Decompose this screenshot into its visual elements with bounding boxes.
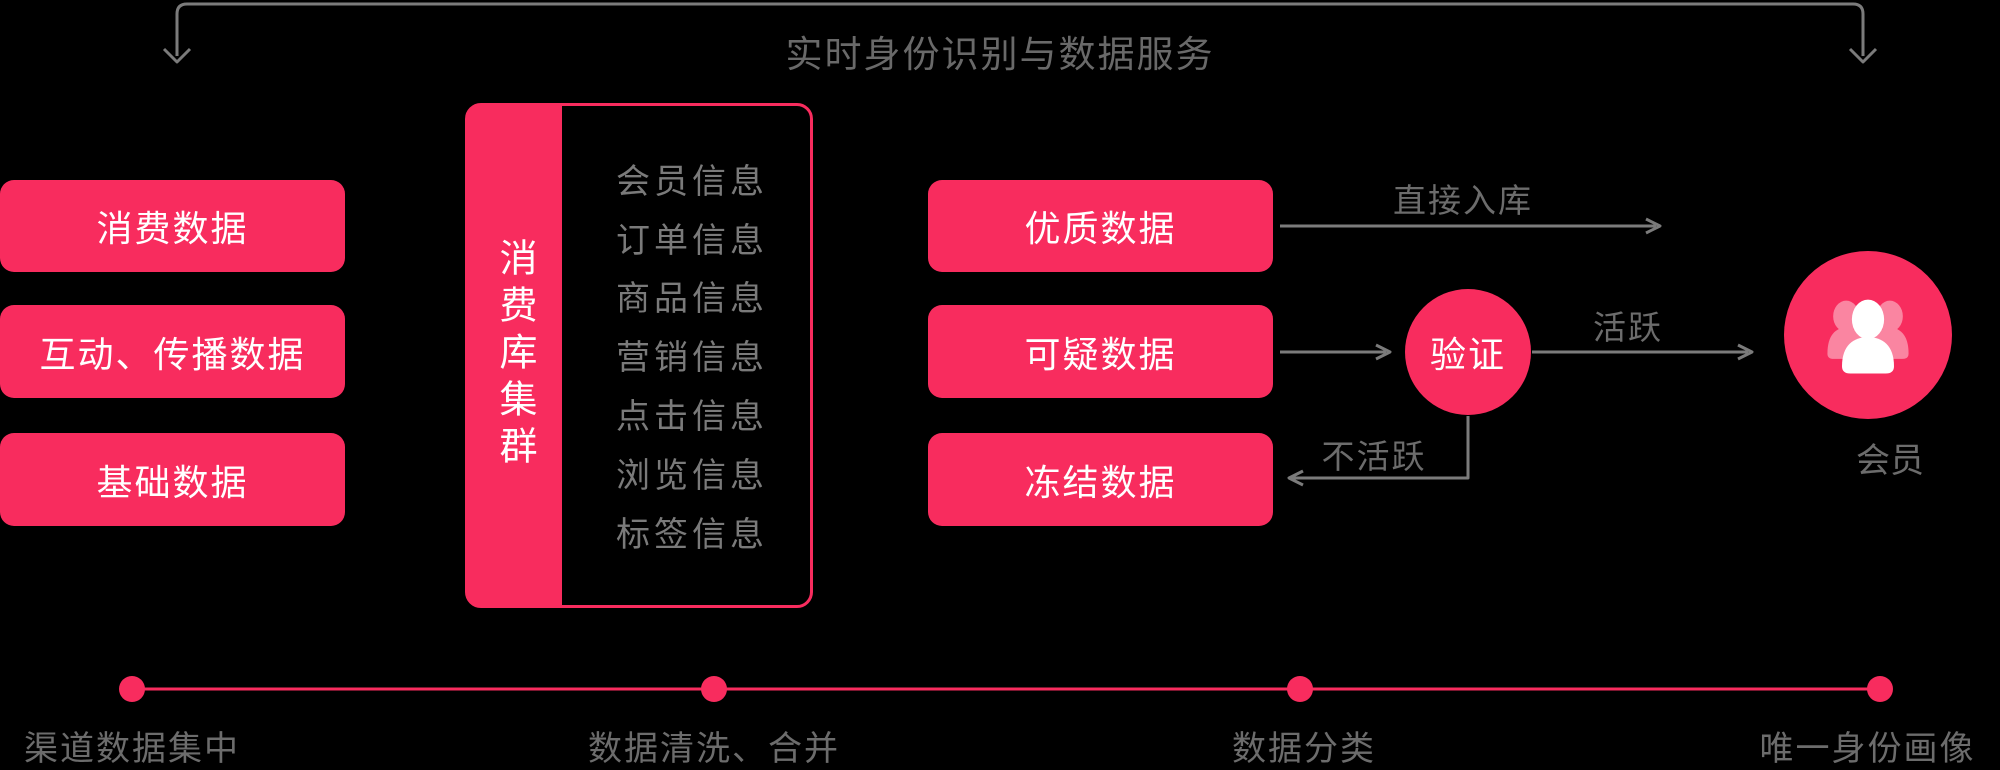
label-direct-storage: 直接入库: [1393, 182, 1533, 219]
timeline-stage-3: 数据分类: [1232, 730, 1376, 768]
cluster-sidebar-label: 消费库集群: [493, 238, 535, 473]
node-label: 互动、传播数据: [39, 333, 306, 375]
cluster-item: 营销信息: [616, 339, 768, 378]
timeline-dot-4: [1867, 676, 1893, 702]
node-label: 冻结数据: [1024, 461, 1177, 503]
cluster-item-list: 会员信息 订单信息 商品信息 营销信息 点击信息 浏览信息 标签信息: [616, 149, 768, 561]
timeline-stage-2: 数据清洗、合并: [588, 730, 840, 768]
node-consumption-data: 消费数据: [0, 180, 345, 272]
node-basic-data: 基础数据: [0, 433, 345, 526]
timeline-dot-3: [1287, 676, 1313, 702]
timeline-line: [119, 676, 1893, 702]
node-frozen-data: 冻结数据: [928, 433, 1273, 526]
users-group-icon: [1827, 299, 1909, 374]
node-label: 基础数据: [96, 461, 249, 503]
cluster-item: 点击信息: [616, 398, 768, 437]
cluster-item: 标签信息: [616, 515, 768, 554]
node-suspicious-data: 可疑数据: [928, 305, 1273, 398]
verify-circle-node: 验证: [1405, 289, 1531, 415]
arrow-to-verify: [1280, 343, 1392, 361]
node-interaction-data: 互动、传播数据: [0, 305, 345, 398]
page-title: 实时身份识别与数据服务: [785, 34, 1215, 75]
node-label: 消费数据: [96, 208, 249, 249]
timeline-dot-1: [119, 676, 145, 702]
label-member: 会员: [1856, 442, 1924, 480]
cluster-item: 商品信息: [616, 280, 768, 319]
timeline-dot-2: [701, 676, 727, 702]
cluster-item: 会员信息: [616, 162, 768, 201]
node-quality-data: 优质数据: [928, 180, 1273, 272]
cluster-item: 浏览信息: [616, 456, 768, 495]
label-active: 活跃: [1593, 309, 1663, 346]
timeline-stage-4: 唯一身份画像: [1759, 730, 1976, 768]
timeline-stage-1: 渠道数据集中: [24, 730, 240, 768]
node-label: 可疑数据: [1024, 333, 1177, 375]
cluster-item: 订单信息: [616, 221, 768, 260]
verify-label: 验证: [1429, 334, 1506, 375]
label-inactive: 不活跃: [1321, 438, 1427, 475]
member-circle-node: [1784, 251, 1952, 419]
cluster-sidebar: 消费库集群: [467, 105, 562, 606]
cluster-box: 消费库集群 会员信息 订单信息 商品信息 营销信息 点击信息 浏览信息 标签信息: [465, 103, 813, 608]
node-label: 优质数据: [1024, 208, 1177, 249]
